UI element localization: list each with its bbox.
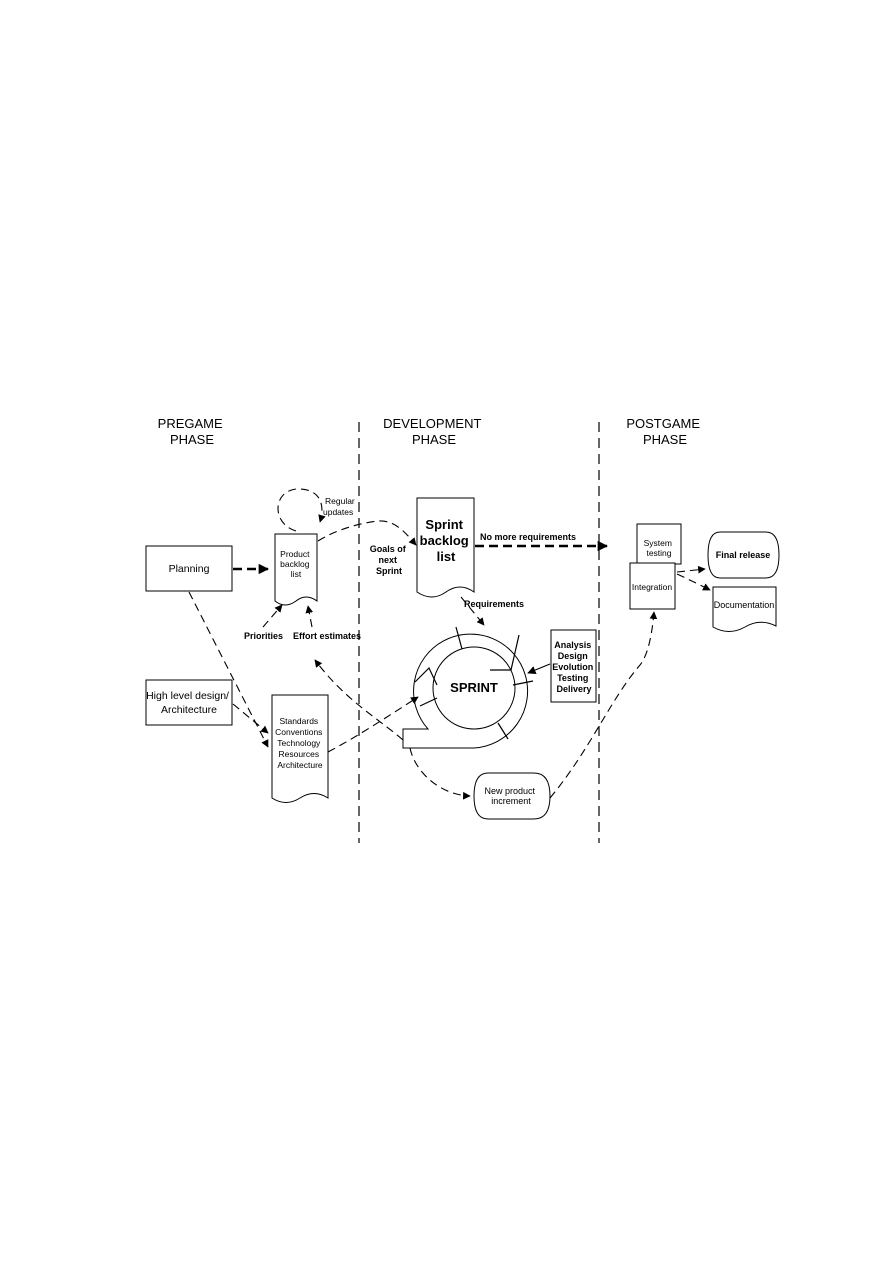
svg-text:Integration: Integration [632, 582, 672, 592]
phase-pregame-title: PREGAME PHASE [158, 416, 227, 447]
phase-postgame-title: POSTGAME PHASE [626, 416, 703, 447]
svg-text:New product increment: New product increment [484, 786, 537, 806]
svg-text:Planning: Planning [169, 563, 210, 575]
priorities-arrow [262, 604, 283, 628]
no-more-requirements-label: No more requirements [480, 532, 576, 542]
svg-text:High level design/ Archi: High level design/ Architecture [146, 690, 232, 716]
to-final-release-arrow [676, 565, 706, 574]
planning-box: Planning [145, 545, 233, 592]
high-level-design-box: High level design/ Architecture [145, 679, 233, 726]
svg-text:Final release: Final release [716, 550, 771, 560]
final-release-terminal: Final release [707, 531, 780, 579]
effort-estimates-label: Effort estimates [293, 631, 361, 641]
sprint-cycle: SPRINT [402, 626, 534, 749]
sprint-to-increment-arrow [409, 747, 471, 800]
design-to-standards-arrow [232, 703, 269, 734]
svg-text:Sprint backlog lis: Sprint backlog list [420, 517, 473, 564]
svg-text:Analysis Design Ev: Analysis Design Evolution Testing Delive… [552, 640, 596, 694]
priorities-label: Priorities [244, 631, 283, 641]
requirements-arrow [460, 596, 485, 626]
regular-updates-loop [277, 488, 326, 532]
goals-arrow [317, 520, 417, 546]
svg-text:Standards Conventions: Standards Conventions Technology Resourc… [275, 716, 325, 770]
activities-to-sprint-arrow [527, 663, 551, 675]
svg-text:Documentation: Documentation [714, 600, 775, 610]
to-documentation-arrow [676, 573, 711, 591]
increment-to-integration-arrow [549, 611, 658, 799]
svg-text:SPRINT: SPRINT [450, 680, 498, 695]
phase-development-title: DEVELOPMENT PHASE [383, 416, 485, 447]
standards-document: Standards Conventions Technology Resourc… [271, 694, 329, 803]
new-product-increment: New product increment [473, 772, 551, 820]
sprint-to-backlog-feedback-arrow [314, 659, 404, 741]
system-testing-box: System testing [636, 523, 682, 565]
activities-box: Analysis Design Evolution Testing Delive… [550, 629, 597, 703]
planning-to-standards-arrow [188, 591, 269, 748]
requirements-label: Requirements [464, 599, 524, 609]
documentation-document: Documentation [712, 586, 777, 632]
product-backlog-document: Product backlog list [274, 533, 318, 606]
standards-to-sprint-arrow [327, 696, 419, 753]
integration-box: Integration [629, 562, 676, 610]
goals-next-sprint-label: Goals of next Sprint [370, 544, 409, 576]
svg-text:Product backlog li: Product backlog list [280, 549, 312, 579]
effort-estimates-arrow [305, 605, 314, 628]
regular-updates-label: Regular updates [323, 496, 357, 517]
sprint-backlog-document: Sprint backlog list [416, 497, 475, 598]
svg-text:System testing: System testing [644, 538, 675, 558]
